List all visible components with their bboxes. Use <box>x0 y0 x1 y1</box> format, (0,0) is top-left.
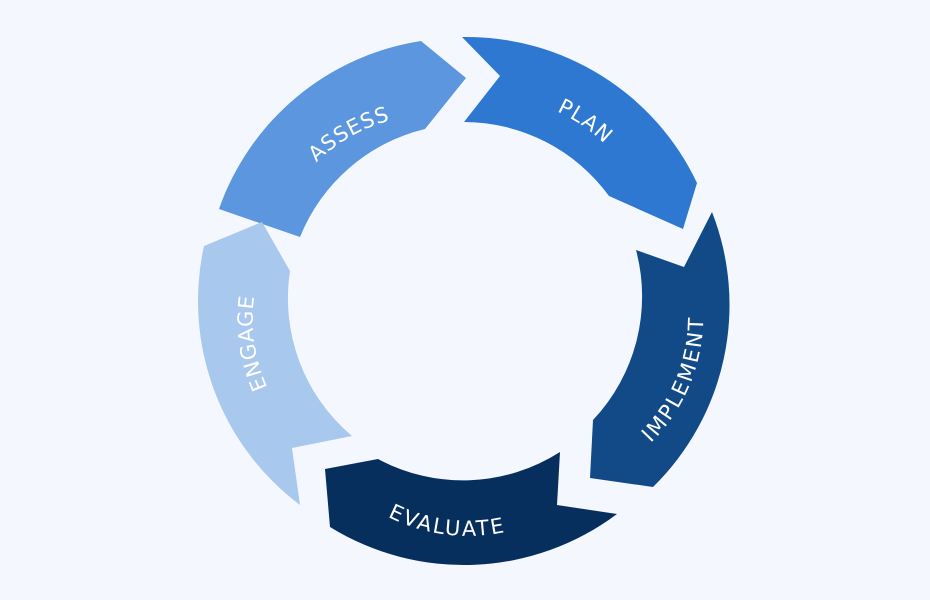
assess-arrow <box>219 41 466 237</box>
evaluate-arrow <box>325 452 617 566</box>
segment-assess: ASSESS <box>219 41 466 237</box>
segment-plan: PLAN <box>462 36 697 230</box>
implement-arrow <box>590 212 730 487</box>
segment-engage: ENGAGE <box>197 222 352 505</box>
plan-arrow <box>462 36 697 230</box>
segment-implement: IMPLEMENT <box>590 212 730 487</box>
segment-evaluate: EVALUATE <box>325 452 617 566</box>
engage-arrow <box>197 222 352 505</box>
